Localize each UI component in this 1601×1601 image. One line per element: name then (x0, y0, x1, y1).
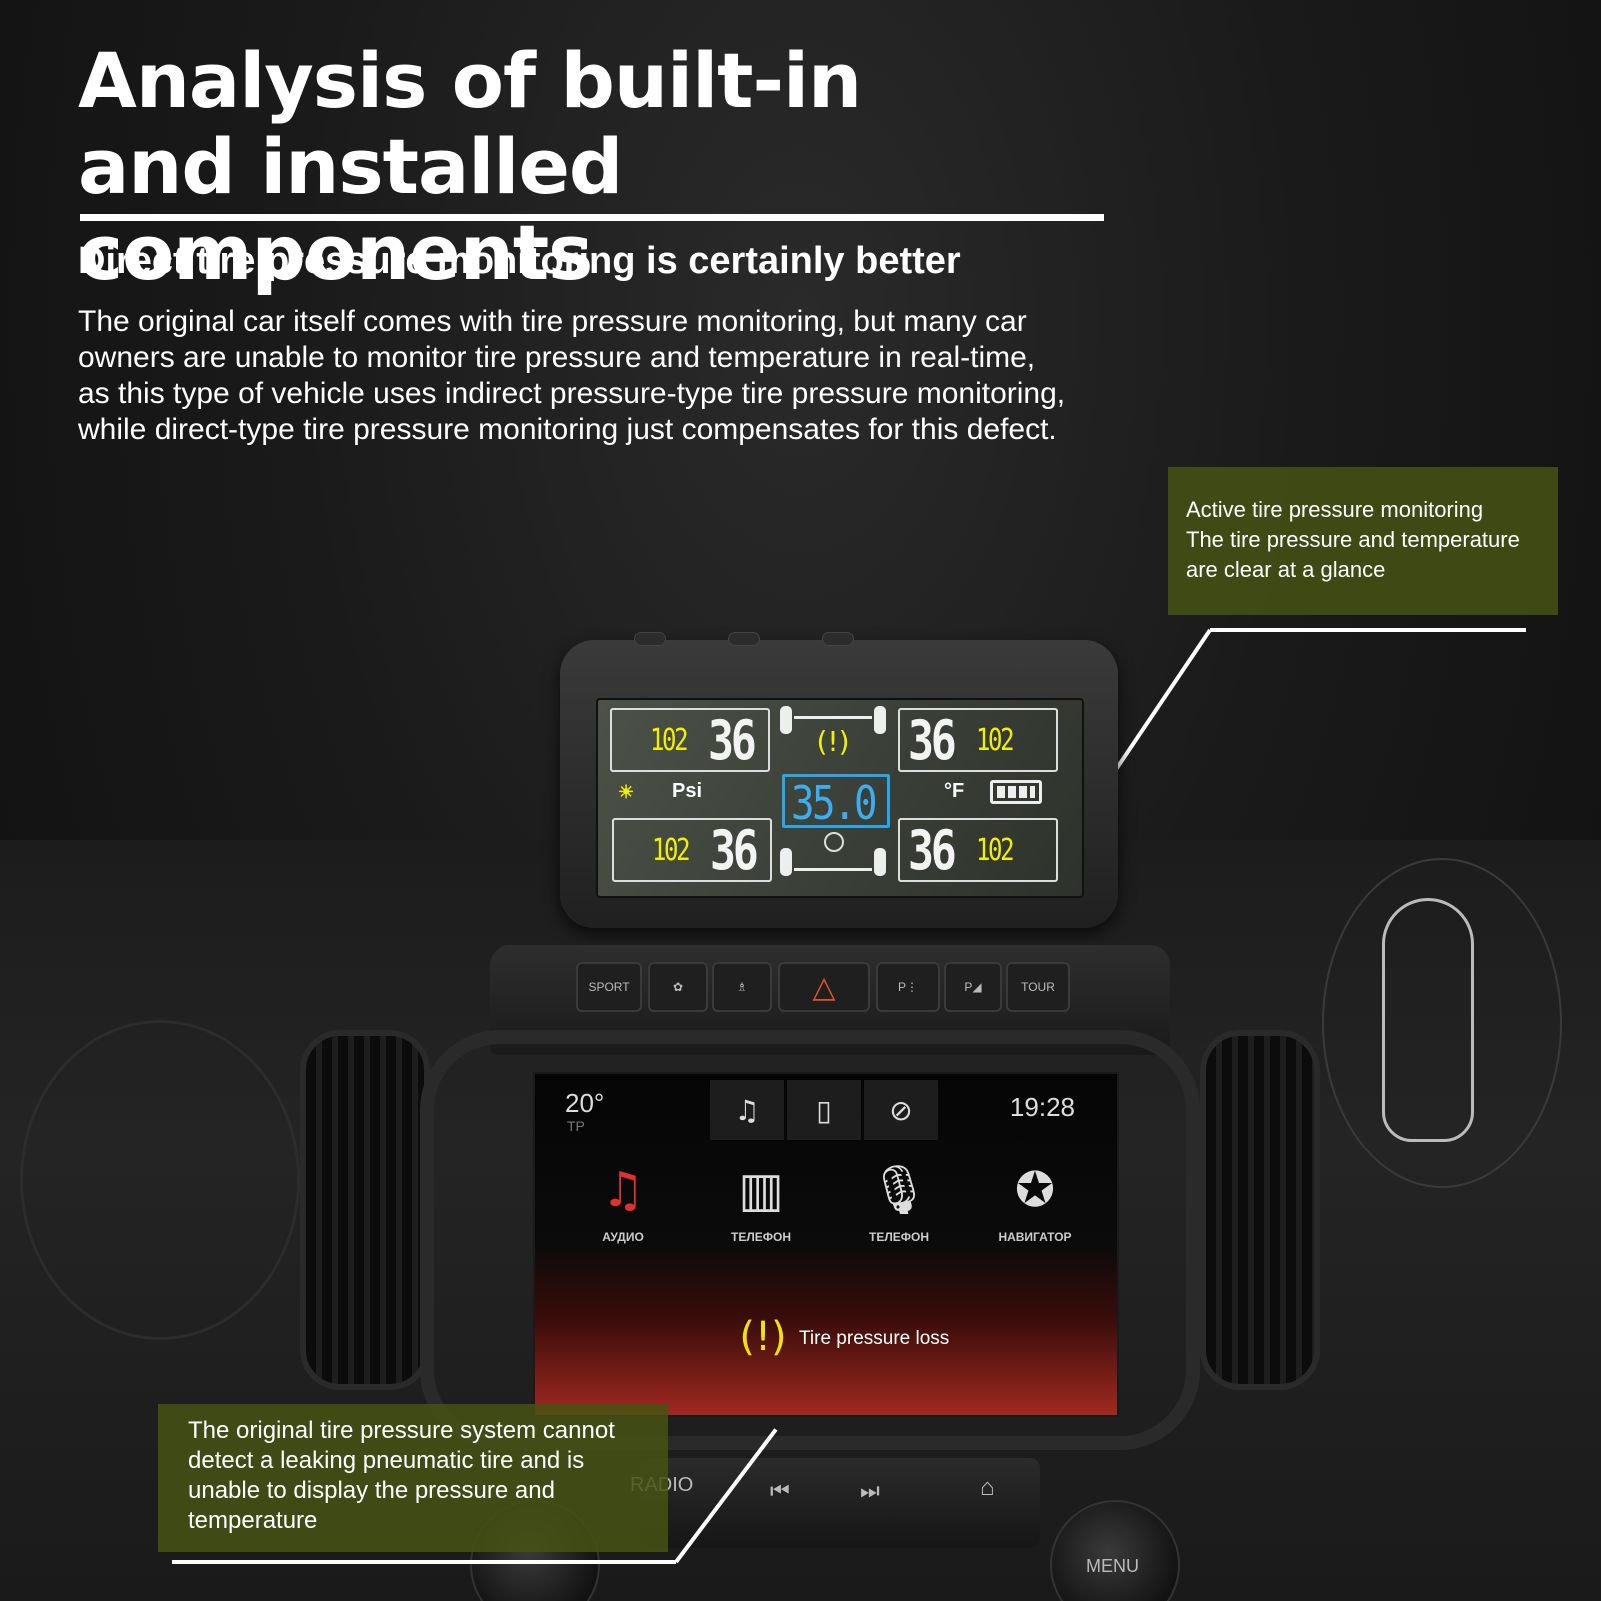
right-air-vent (1200, 1030, 1320, 1390)
callout-original-system: The original tire pressure system cannot… (158, 1404, 668, 1552)
tire-temp: 102 (976, 833, 1015, 868)
tire-pressure: 36 (908, 819, 957, 882)
seat-icon: ♗ (736, 980, 748, 994)
axle-line (794, 868, 872, 871)
body-line: while direct-type tire pressure monitori… (78, 413, 1057, 446)
sun-icon: ☀ (618, 782, 635, 802)
center-readout: 35.0 (782, 774, 890, 828)
temp-unit: °F (944, 780, 965, 802)
instrument-gauge (20, 1020, 300, 1340)
outside-temperature: 20° (565, 1088, 605, 1118)
car-diagram-ring (1322, 858, 1562, 1188)
tire-temp: 102 (976, 723, 1015, 758)
car-top-view-icon (1382, 898, 1474, 1142)
climate-button[interactable]: ✿ (648, 962, 708, 1012)
tire-icon (780, 706, 792, 734)
app-navigator[interactable]: ✪ НАВИГАТОР (967, 1152, 1103, 1250)
microphone-icon: 🎙 (868, 1162, 930, 1218)
tire-temp: 102 (652, 833, 691, 868)
tire-pressure: 36 (708, 709, 757, 772)
app-phone[interactable]: ▥ ТЕЛЕФОН (693, 1152, 829, 1250)
device-button[interactable] (634, 632, 666, 646)
tpms-monitor: 102 36 36 102 102 36 36 102 ☀ Psi °F (!)… (560, 632, 1118, 928)
title-underline (80, 214, 1104, 221)
app-label: АУДИО (602, 1230, 644, 1244)
callout-line: unable to display the pressure and (188, 1477, 555, 1504)
app-label: ТЕЛЕФОН (869, 1230, 929, 1244)
callout-top-rule (1210, 628, 1526, 632)
axle-line (794, 716, 872, 719)
callout-active-monitoring: Active tire pressure monitoring The tire… (1168, 467, 1558, 615)
device-button[interactable] (728, 632, 760, 646)
tire-pressure: 36 (710, 819, 759, 882)
battery-icon (990, 780, 1042, 804)
callout-line: Active tire pressure monitoring (1186, 497, 1484, 522)
body-line: The original car itself comes with tire … (78, 305, 1027, 338)
next-track-icon[interactable]: ⏭ (860, 1478, 880, 1503)
app-audio[interactable]: ♫ АУДИО (555, 1152, 691, 1250)
home-icon[interactable]: ⌂ (980, 1474, 995, 1501)
body-line: as this type of vehicle uses indirect pr… (78, 377, 1066, 410)
app-label: ТЕЛЕФОН (731, 1230, 791, 1244)
tire-icon (780, 848, 792, 876)
callout-line: detect a leaking pneumatic tire and is (188, 1447, 585, 1474)
park-assist-button[interactable]: P⋮ (876, 962, 940, 1012)
clock: 19:28 (1009, 1092, 1075, 1122)
tire-icon (874, 848, 886, 876)
infotainment-screen: 20° TP ♫ ▯ ⊘ 19:28 ♫ АУДИО ▥ ТЕЛЕФОН 🎙 Т… (533, 1072, 1119, 1417)
media-control-bar: RADIO ⏮ ⏭ ⌂ (630, 1458, 1040, 1548)
tpms-warning-icon: (!) (816, 725, 850, 758)
tire-cell-front-right: 36 102 (898, 708, 1058, 772)
body-paragraph: The original car itself comes with tire … (78, 304, 1138, 448)
music-note-icon: ♫ (601, 1162, 645, 1218)
device-button[interactable] (822, 632, 854, 646)
tp-label: TP (567, 1118, 585, 1134)
callout-line: temperature (188, 1507, 318, 1534)
tire-pressure-warning-icon: (!) (739, 1314, 787, 1360)
fan-icon: ✿ (672, 980, 684, 994)
tpms-lcd-display: 102 36 36 102 102 36 36 102 ☀ Psi °F (!)… (596, 698, 1084, 898)
previous-track-icon[interactable]: ⏮ (770, 1478, 790, 1503)
seat-button[interactable]: ♗ (712, 962, 772, 1012)
page-title: Analysis of built-in and installed compo… (78, 38, 1108, 296)
title-line-2: and installed components (78, 122, 623, 297)
app-voice-phone[interactable]: 🎙 ТЕЛЕФОН (831, 1152, 967, 1250)
compass-tab-icon: ⊘ (889, 1093, 913, 1127)
menu-label: MENU (1086, 1556, 1139, 1576)
tab-phone[interactable]: ▯ (787, 1080, 861, 1140)
tab-audio[interactable]: ♫ (710, 1080, 784, 1140)
left-air-vent (300, 1030, 430, 1390)
callout-bottom-rule (172, 1560, 676, 1564)
callout-line: The tire pressure and temperature (1186, 527, 1520, 552)
hazard-triangle-icon: △ (812, 970, 836, 1004)
pressure-unit: Psi (672, 780, 703, 802)
phone-tab-icon: ▯ (816, 1093, 832, 1127)
subtitle: Direct tire pressure monitoring is certa… (78, 240, 961, 282)
callout-line: The original tire pressure system cannot (188, 1417, 615, 1444)
alert-text: Tire pressure loss (799, 1328, 950, 1349)
tire-pressure: 36 (908, 709, 957, 772)
tire-cell-front-left: 102 36 (610, 708, 770, 772)
app-label: НАВИГАТОР (998, 1230, 1072, 1244)
parking-button[interactable]: P◢ (944, 962, 1002, 1012)
hazard-button[interactable]: △ (778, 962, 870, 1012)
callout-line: are clear at a glance (1186, 557, 1386, 582)
tire-cell-rear-right: 36 102 (898, 818, 1058, 882)
menu-knob[interactable]: MENU (1050, 1500, 1180, 1601)
phone-icon: ▥ (738, 1162, 784, 1218)
tire-temp: 102 (650, 723, 689, 758)
tire-sensor-icon (824, 832, 844, 852)
title-line-1: Analysis of built-in (78, 36, 862, 125)
tire-cell-rear-left: 102 36 (612, 818, 772, 882)
parking-icon: P◢ (964, 980, 982, 994)
park-assist-icon: P⋮ (897, 980, 918, 994)
compass-icon: ✪ (1014, 1162, 1056, 1218)
sport-button[interactable]: SPORT (576, 962, 642, 1012)
tour-button[interactable]: TOUR (1006, 962, 1070, 1012)
tab-navigation[interactable]: ⊘ (864, 1080, 938, 1140)
body-line: owners are unable to monitor tire pressu… (78, 341, 1036, 374)
center-value: 35.0 (791, 776, 878, 830)
music-tab-icon: ♫ (734, 1093, 760, 1127)
tire-icon (874, 706, 886, 734)
